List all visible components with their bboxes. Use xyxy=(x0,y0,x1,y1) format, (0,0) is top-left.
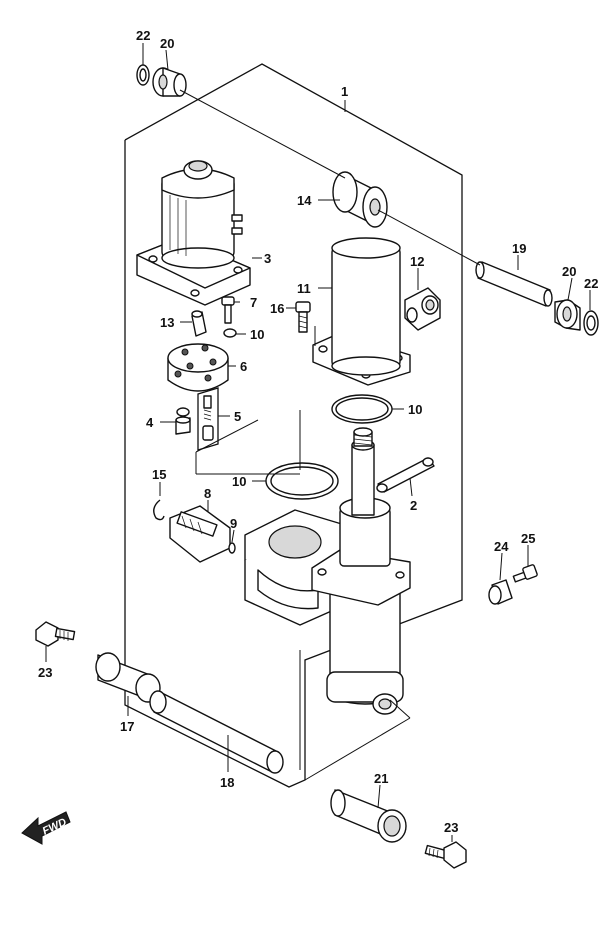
callout-3: 3 xyxy=(264,251,271,266)
callout-23-right: 23 xyxy=(444,820,458,835)
callout-17: 17 xyxy=(120,719,134,734)
o-ring-10-large-lower xyxy=(265,462,339,500)
assembly-frame xyxy=(124,63,463,788)
callout-10-small: 10 xyxy=(250,327,264,342)
callout-2: 2 xyxy=(410,498,417,513)
washer-9 xyxy=(228,542,236,554)
callout-12: 12 xyxy=(410,254,424,269)
callout-5: 5 xyxy=(234,409,241,424)
callout-20: 20 xyxy=(160,36,174,51)
bushing-17 xyxy=(95,652,161,703)
callout-7: 7 xyxy=(250,295,257,310)
trim-motor-3 xyxy=(136,160,251,306)
callout-1: 1 xyxy=(341,84,348,99)
bolt-7 xyxy=(221,296,235,324)
callout-4: 4 xyxy=(146,415,154,430)
stopper-14 xyxy=(332,171,388,228)
callout-20-right: 20 xyxy=(562,264,576,279)
callout-23-left: 23 xyxy=(38,665,52,680)
bushing-21 xyxy=(330,789,407,843)
pin-18 xyxy=(149,690,284,774)
valve-13 xyxy=(191,310,207,337)
reservoir-11 xyxy=(312,237,411,386)
callout-18: 18 xyxy=(220,775,234,790)
circlip-15 xyxy=(153,499,165,521)
leader-lines xyxy=(45,43,591,842)
bushing-20-right xyxy=(554,299,581,331)
circlip-22-right xyxy=(583,310,599,336)
callout-9: 9 xyxy=(230,516,237,531)
callout-8: 8 xyxy=(204,486,211,501)
valve-8 xyxy=(169,505,231,563)
callout-10-upper: 10 xyxy=(408,402,422,417)
bolt-23-left xyxy=(35,621,76,647)
callouts: 22 20 1 14 3 19 12 20 22 11 16 7 13 10 6… xyxy=(38,28,598,835)
o-ring-10-small xyxy=(223,328,237,338)
circlip-22-upper-left xyxy=(136,64,150,86)
callout-21: 21 xyxy=(374,771,388,786)
forward-direction-arrow: FWD xyxy=(21,811,71,845)
bushing-20-upper-left xyxy=(152,67,187,97)
cap-24 xyxy=(488,579,513,605)
callout-10-lower: 10 xyxy=(232,474,246,489)
callout-24: 24 xyxy=(494,539,509,554)
bolt-25 xyxy=(512,564,538,583)
oil-pump-6 xyxy=(167,343,229,392)
callout-11: 11 xyxy=(297,281,311,296)
callout-22-right: 22 xyxy=(584,276,598,291)
callout-16: 16 xyxy=(270,301,284,316)
callout-19: 19 xyxy=(512,241,526,256)
callout-22: 22 xyxy=(136,28,150,43)
cylinder-assembly xyxy=(244,427,411,715)
valve-4 xyxy=(175,407,191,435)
callout-13: 13 xyxy=(160,315,174,330)
callout-14: 14 xyxy=(297,193,312,208)
callout-15: 15 xyxy=(152,467,166,482)
valve-5 xyxy=(197,387,219,451)
pin-19 xyxy=(475,261,553,307)
fwd-label: FWD xyxy=(41,816,69,837)
link-2 xyxy=(376,457,435,493)
bolt-16 xyxy=(295,301,311,333)
o-ring-10-large-upper xyxy=(331,394,393,424)
callout-6: 6 xyxy=(240,359,247,374)
bolt-23-right xyxy=(424,841,467,869)
plug-12 xyxy=(404,287,441,331)
assembly-guide-lines xyxy=(179,89,481,781)
callout-25: 25 xyxy=(521,531,535,546)
